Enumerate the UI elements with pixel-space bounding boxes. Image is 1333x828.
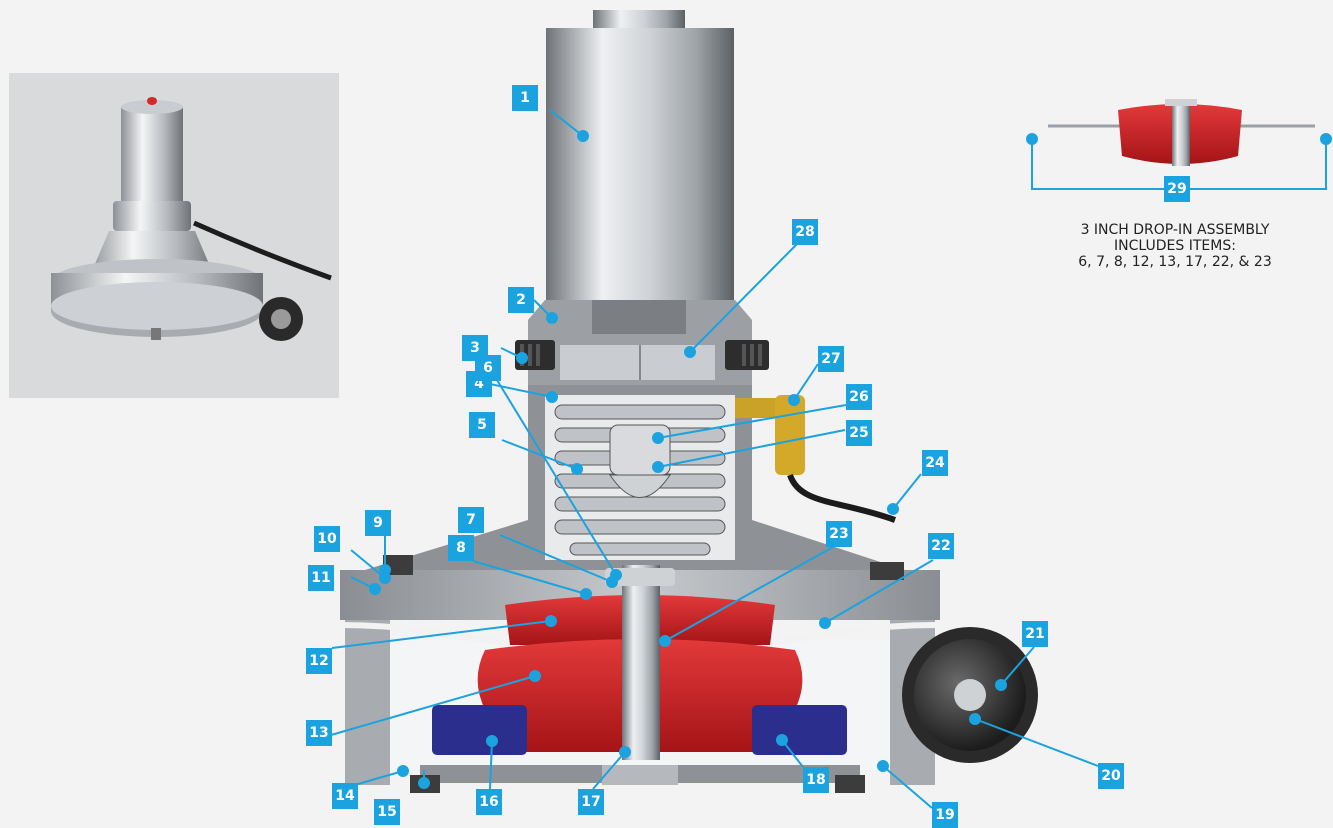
callout-23: 23	[826, 521, 852, 547]
callout-11: 11	[308, 565, 334, 591]
callout-26: 26	[846, 384, 872, 410]
leader-dot-23	[659, 635, 671, 647]
callout-10: 10	[314, 526, 340, 552]
leader-dot-14	[397, 765, 409, 777]
leader-lines	[330, 109, 1332, 809]
leader-dot-4	[546, 391, 558, 403]
leader-dot-29-right	[1320, 133, 1332, 145]
callout-19: 19	[932, 802, 958, 828]
callout-16: 16	[476, 789, 502, 815]
leader-23	[664, 546, 834, 642]
callout-7: 7	[458, 507, 484, 533]
leader-24	[892, 473, 922, 510]
callout-25: 25	[846, 420, 872, 446]
spring-housing	[365, 385, 905, 570]
callout-8: 8	[448, 535, 474, 561]
leader-16	[489, 740, 493, 790]
caption-line-1: 3 INCH DROP-IN ASSEMBLY	[1080, 222, 1270, 238]
leader-dot-20	[969, 713, 981, 725]
callout-22: 22	[928, 533, 954, 559]
leader-dot-19	[877, 760, 889, 772]
callout-2: 2	[508, 287, 534, 313]
callout-6: 6	[475, 355, 501, 381]
leader-13	[330, 675, 536, 736]
callout-9: 9	[365, 510, 391, 536]
dropin-assembly-caption: 3 INCH DROP-IN ASSEMBLY INCLUDES ITEMS: …	[1030, 222, 1320, 270]
leader-17	[592, 751, 626, 790]
leader-5	[501, 439, 578, 470]
leader-dot-24	[887, 503, 899, 515]
callout-15: 15	[374, 799, 400, 825]
leader-dot-3	[516, 352, 528, 364]
leader-10	[350, 549, 386, 579]
leader-dot-11	[369, 583, 381, 595]
switch-body	[735, 395, 897, 523]
leader-dot-16	[486, 735, 498, 747]
callout-1: 1	[512, 85, 538, 111]
leader-dot-15	[418, 777, 430, 789]
leader-7	[499, 534, 613, 583]
leader-dot-18	[776, 734, 788, 746]
callout-18: 18	[803, 767, 829, 793]
callout-14: 14	[332, 783, 358, 809]
leader-14	[357, 770, 404, 785]
leader-dot-21	[995, 679, 1007, 691]
top-cylinder	[546, 10, 734, 300]
retainer-right	[752, 705, 847, 755]
retainer-left	[432, 705, 527, 755]
leader-dot-7	[606, 576, 618, 588]
leader-dot-22	[819, 617, 831, 629]
leader-12	[331, 620, 552, 649]
callout-5: 5	[469, 412, 495, 438]
leader-25	[657, 429, 846, 468]
leader-28	[689, 242, 799, 353]
leader-dot-13	[529, 670, 541, 682]
leader-22	[824, 559, 934, 624]
callout-24: 24	[922, 450, 948, 476]
leader-1	[549, 109, 584, 137]
dropin-assembly-graphic	[1048, 99, 1315, 166]
leader-26	[657, 404, 847, 439]
leader-dot-17	[619, 746, 631, 758]
leader-dot-2	[546, 312, 558, 324]
callout-13: 13	[306, 720, 332, 746]
leader-6	[496, 379, 617, 576]
leader-8	[472, 560, 587, 595]
callout-12: 12	[306, 648, 332, 674]
leader-19	[882, 765, 933, 809]
caption-line-3: 6, 7, 8, 12, 13, 17, 22, & 23	[1078, 254, 1272, 270]
leader-dot-10	[379, 572, 391, 584]
hex-nut	[528, 300, 752, 385]
callout-17: 17	[578, 789, 604, 815]
leader-dot-8	[580, 588, 592, 600]
leader-dot-25	[652, 461, 664, 473]
valve-photo-image	[51, 97, 332, 341]
callout-29: 29	[1164, 176, 1190, 202]
leader-dot-28	[684, 346, 696, 358]
leader-dot-29-left	[1026, 133, 1038, 145]
leader-27	[793, 363, 819, 401]
product-photo	[9, 73, 339, 398]
callout-20: 20	[1098, 763, 1124, 789]
leader-dot-1	[577, 130, 589, 142]
knob	[902, 627, 1038, 763]
leader-dot-26	[652, 432, 664, 444]
caption-line-2: INCLUDES ITEMS:	[1114, 238, 1236, 254]
callout-27: 27	[818, 346, 844, 372]
leader-21	[1000, 646, 1035, 686]
leader-dot-12	[545, 615, 557, 627]
leader-dot-5	[571, 463, 583, 475]
leader-20	[974, 718, 1099, 767]
callout-28: 28	[792, 219, 818, 245]
leader-dot-27	[788, 394, 800, 406]
center-stem	[602, 565, 678, 785]
callout-21: 21	[1022, 621, 1048, 647]
